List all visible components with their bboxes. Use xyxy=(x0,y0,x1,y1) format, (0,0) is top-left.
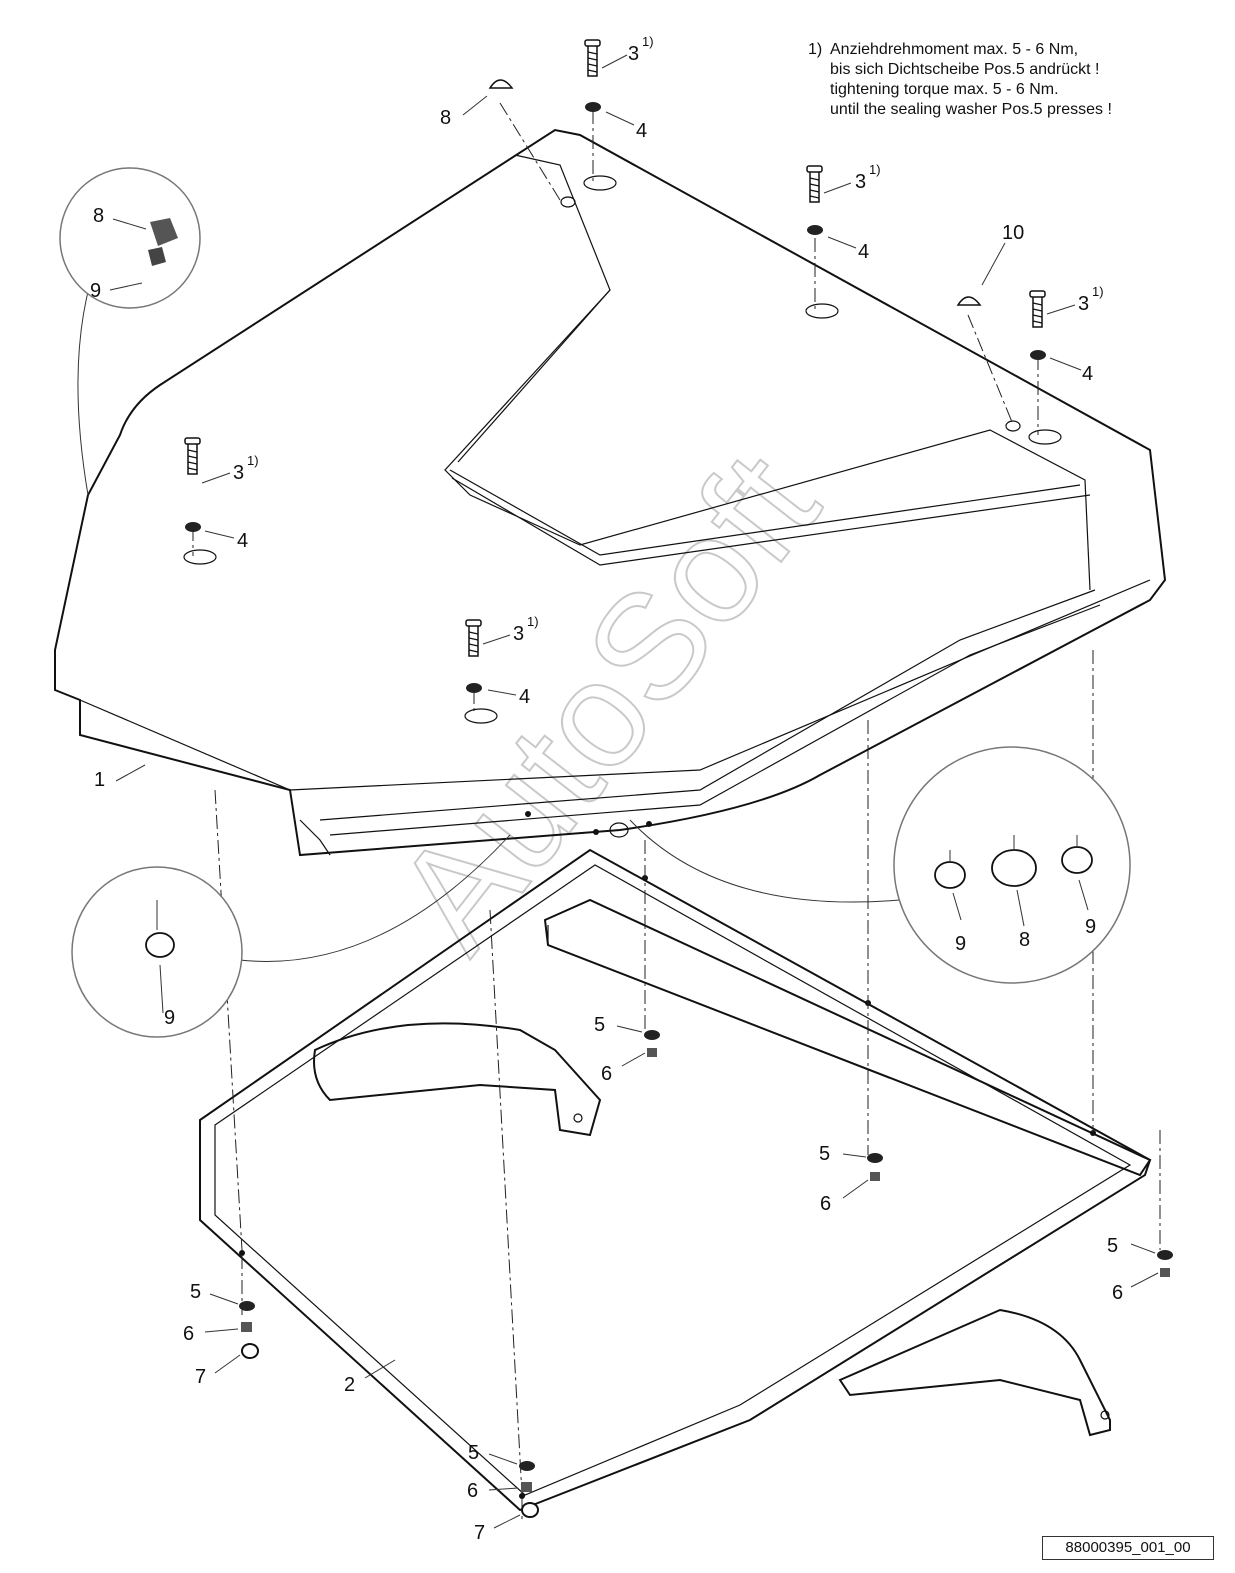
centerlines xyxy=(192,102,1161,1520)
label-9: 9 xyxy=(955,933,966,955)
fastener-stack-bottom-center xyxy=(519,1461,539,1518)
label-6: 6 xyxy=(820,1193,831,1215)
label-8: 8 xyxy=(440,107,451,129)
frame-part-2 xyxy=(199,848,1152,1512)
cover-part-1 xyxy=(54,128,1167,857)
label-3: 3 xyxy=(513,623,524,645)
label-4: 4 xyxy=(858,241,869,263)
figure-reference: 88000395_001_00 xyxy=(1042,1536,1214,1560)
label-4: 4 xyxy=(237,530,248,552)
fastener-stack-far-right xyxy=(1157,1250,1173,1277)
fastener-stack-center xyxy=(644,1030,660,1057)
label-6: 6 xyxy=(467,1480,478,1502)
label-3-sup: 1) xyxy=(247,453,259,468)
label-5: 5 xyxy=(819,1143,830,1165)
label-10: 10 xyxy=(1002,222,1024,244)
watermark: AutoSoft xyxy=(363,423,850,980)
torque-note: 1)Anziehdrehmoment max. 5 - 6 Nm, bis si… xyxy=(808,40,1112,120)
screw-group-5 xyxy=(465,619,482,693)
note-number: 1) xyxy=(808,41,823,58)
label-1: 1 xyxy=(94,769,105,791)
screw-group-3 xyxy=(1029,290,1046,360)
label-4: 4 xyxy=(1082,363,1093,385)
note-line-3: tightening torque max. 5 - 6 Nm. xyxy=(830,81,1059,98)
label-5: 5 xyxy=(594,1014,605,1036)
screw-group-4 xyxy=(184,437,201,532)
label-8: 8 xyxy=(93,205,104,227)
label-3-sup: 1) xyxy=(527,614,539,629)
label-7: 7 xyxy=(474,1522,485,1544)
label-5: 5 xyxy=(1107,1235,1118,1257)
label-3: 3 xyxy=(1078,293,1089,315)
detail-circle-left xyxy=(71,834,511,1038)
label-3: 3 xyxy=(855,171,866,193)
note-line-1: 1)Anziehdrehmoment max. 5 - 6 Nm, xyxy=(808,41,1079,58)
leader-lines xyxy=(109,54,1159,1529)
label-6: 6 xyxy=(601,1063,612,1085)
label-4: 4 xyxy=(519,686,530,708)
label-3: 3 xyxy=(233,462,244,484)
screw-group-1 xyxy=(584,39,601,112)
label-3-sup: 1) xyxy=(869,162,881,177)
label-8: 8 xyxy=(1019,929,1030,951)
plug-10 xyxy=(956,296,982,306)
fastener-stack-right xyxy=(867,1153,883,1181)
label-6: 6 xyxy=(183,1323,194,1345)
note-line-2: bis sich Dichtscheibe Pos.5 andrückt ! xyxy=(830,61,1100,78)
plug-8 xyxy=(488,79,514,89)
label-4: 4 xyxy=(636,120,647,142)
screw-group-2 xyxy=(806,165,823,235)
detail-circle-right xyxy=(629,746,1131,984)
label-5: 5 xyxy=(190,1281,201,1303)
label-2: 2 xyxy=(344,1374,355,1396)
note-line-4: until the sealing washer Pos.5 presses ! xyxy=(830,101,1112,118)
part-labels: 3 1) 4 8 3 1) 4 10 3 1) 4 3 1) 4 3 1) 4 … xyxy=(90,34,1123,1544)
label-6: 6 xyxy=(1112,1282,1123,1304)
label-9: 9 xyxy=(1085,916,1096,938)
detail-circle-top-left xyxy=(59,167,201,496)
label-9: 9 xyxy=(164,1007,175,1029)
label-9: 9 xyxy=(90,280,101,302)
label-3-sup: 1) xyxy=(1092,284,1104,299)
label-3-sup: 1) xyxy=(642,34,654,49)
label-3: 3 xyxy=(628,43,639,65)
label-7: 7 xyxy=(195,1366,206,1388)
label-5: 5 xyxy=(468,1442,479,1464)
fastener-stack-bottom-left xyxy=(239,1301,259,1359)
